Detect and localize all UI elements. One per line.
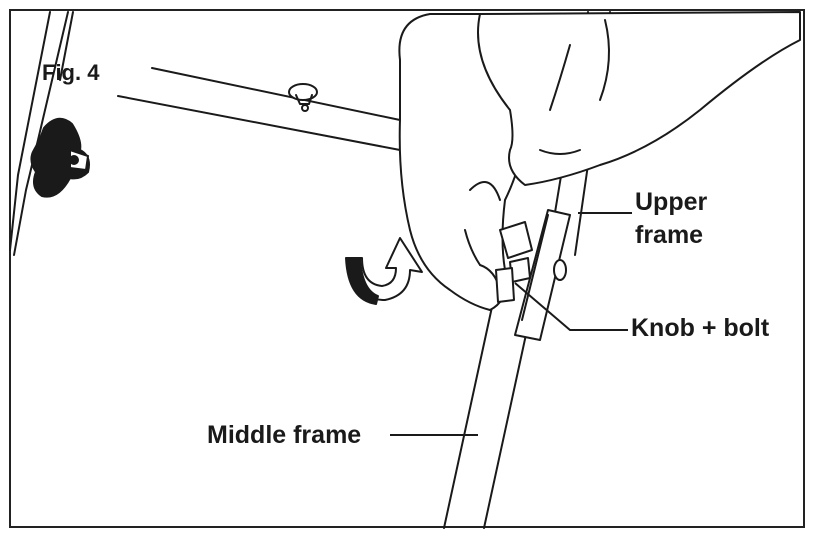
knob-bolt-leader <box>514 282 628 331</box>
upper-frame-label-line2: frame <box>635 220 704 249</box>
rotation-arrow-icon <box>345 237 423 305</box>
upper-frame-label: Upper frame <box>635 186 707 251</box>
cross-bar <box>117 67 401 151</box>
knob-bolt-label: Knob + bolt <box>631 314 770 342</box>
left-star-knob <box>30 117 90 198</box>
knob-and-bolt <box>495 221 533 303</box>
upper-frame-label-line1: Upper <box>635 188 708 216</box>
crossbar-knob <box>288 83 318 112</box>
middle-frame-label: Middle frame <box>207 421 362 449</box>
upper-hand <box>477 11 801 186</box>
figure-label: Fig. 4 <box>42 60 100 85</box>
